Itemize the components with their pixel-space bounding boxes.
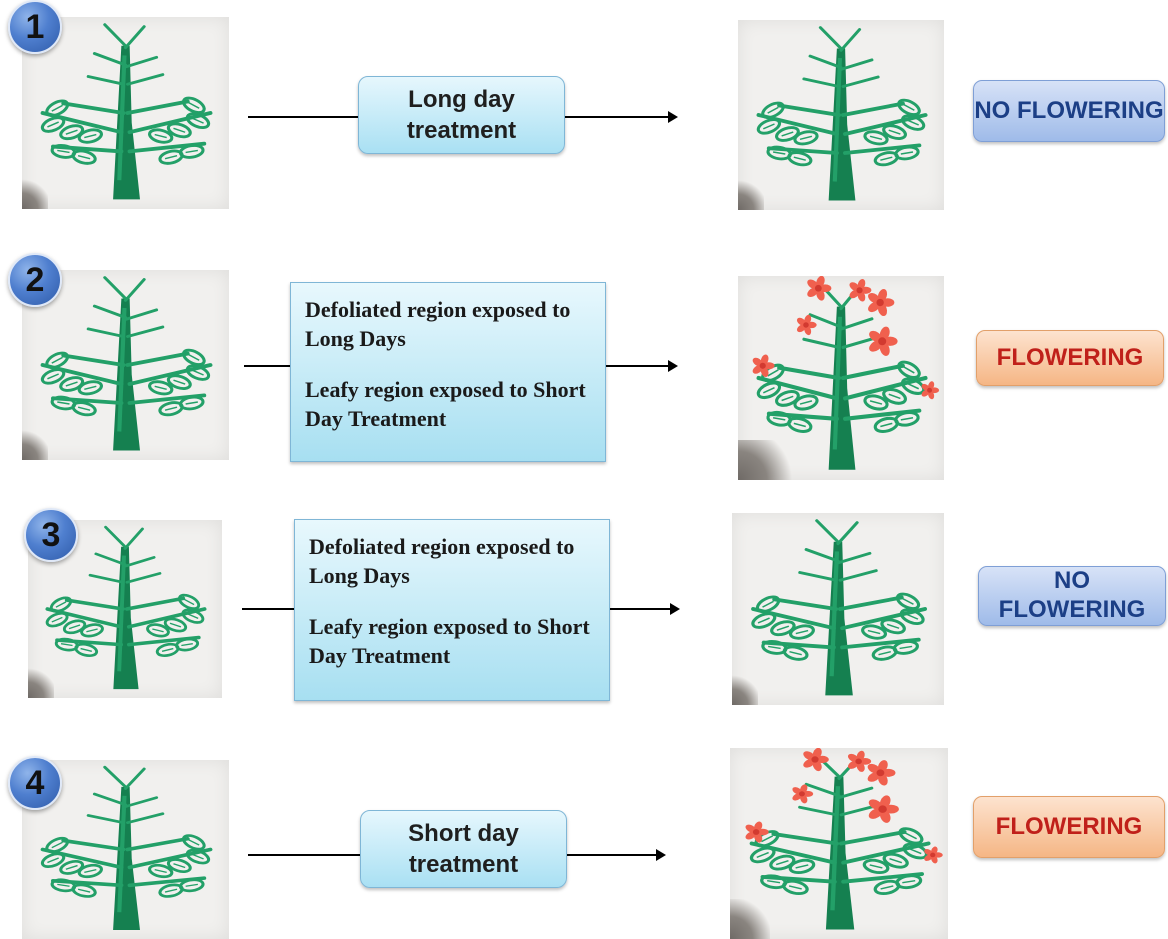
treatment-line-2: Leafy region exposed to Short Day Treatm… [305, 377, 586, 432]
plant-after-1 [738, 20, 944, 210]
plant-before-1 [22, 17, 229, 209]
plant-before-4 [22, 760, 229, 939]
number-badge-2: 2 [8, 253, 62, 307]
treatment-box-4: Short day treatment [360, 810, 567, 888]
number-badge-3: 3 [24, 508, 78, 562]
plant-illustration [45, 525, 207, 690]
result-badge-4: FLOWERING [973, 796, 1165, 858]
row-3: 3 Defoliated region exposed to Long Days… [0, 500, 1168, 720]
treatment-box-1: Long day treatment [358, 76, 565, 154]
result-badge-3: NO FLOWERING [978, 566, 1166, 626]
treatment-box-2: Defoliated region exposed to Long Days L… [290, 282, 606, 462]
treatment-line-1: Defoliated region exposed to Long Days [305, 297, 571, 352]
shadow [738, 180, 764, 210]
row-4: 4 Short day treatment FLOWERING [0, 740, 1168, 939]
treatment-box-3: Defoliated region exposed to Long Days L… [294, 519, 610, 701]
plant-after-4 [730, 748, 948, 939]
plant-after-2 [738, 276, 944, 480]
shadow [738, 440, 798, 480]
plant-illustration [40, 276, 213, 451]
number-badge-4: 4 [8, 756, 62, 810]
shadow [22, 179, 48, 209]
plant-before-2 [22, 270, 229, 460]
row-2: 2 Defoliated region exposed to Long Days… [0, 250, 1168, 490]
flowering-plant-illustration [745, 748, 943, 930]
shadow [28, 668, 54, 698]
row-1: 1 Long day treatment NO FLOWERING [0, 0, 1168, 230]
number-badge-1: 1 [8, 0, 62, 54]
plant-illustration [751, 519, 928, 696]
plant-after-3 [732, 513, 944, 705]
result-badge-2: FLOWERING [976, 330, 1164, 386]
shadow [22, 430, 48, 460]
treatment-line-2: Leafy region exposed to Short Day Treatm… [309, 614, 590, 669]
shadow [730, 899, 770, 939]
shadow [732, 675, 758, 705]
treatment-line-1: Defoliated region exposed to Long Days [309, 534, 575, 589]
plant-illustration [756, 26, 928, 201]
plant-illustration [40, 765, 213, 931]
flowering-plant-illustration [752, 276, 940, 470]
plant-illustration [40, 23, 213, 200]
result-badge-1: NO FLOWERING [973, 80, 1165, 142]
